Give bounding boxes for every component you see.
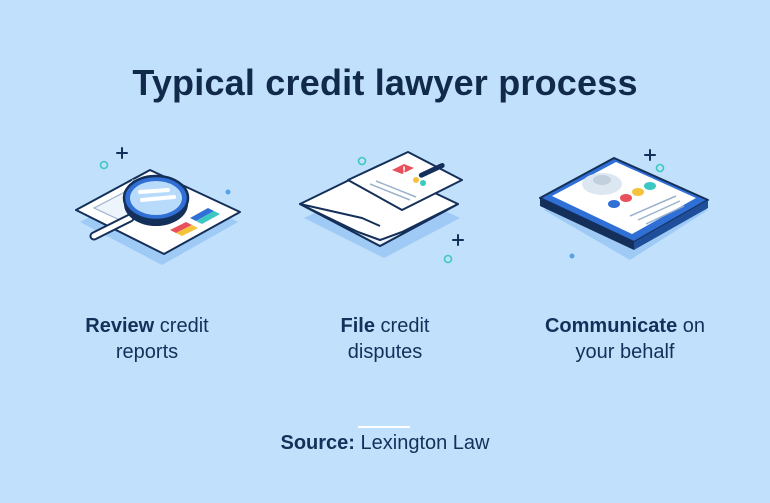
- tablet-profile-icon: [539, 149, 709, 260]
- step-bold: Review: [85, 315, 155, 337]
- step-label-review: Review credit reports: [37, 313, 257, 365]
- step-bold: Communicate: [544, 315, 678, 337]
- step-line2: reports: [115, 341, 179, 363]
- step-bold: File: [340, 315, 375, 337]
- step-label-communicate: Communicate on your behalf: [515, 313, 735, 365]
- source-label: Source:: [280, 432, 355, 454]
- magnifier-credit-report-icon: [75, 147, 241, 265]
- step-line2: disputes: [347, 341, 423, 363]
- svg-text:!: !: [402, 166, 406, 176]
- source-line: Source: Lexington Law: [0, 432, 770, 455]
- page-title: Typical credit lawyer process: [132, 62, 638, 103]
- step-line2: your behalf: [575, 341, 675, 363]
- step-rest: credit: [154, 315, 209, 337]
- source-value: Lexington Law: [354, 432, 490, 454]
- envelope-dispute-letter-icon: !: [299, 151, 464, 264]
- step-rest: on: [677, 315, 706, 337]
- step-rest: credit: [374, 315, 430, 337]
- divider: [358, 426, 410, 428]
- step-label-file: File credit disputes: [275, 313, 495, 365]
